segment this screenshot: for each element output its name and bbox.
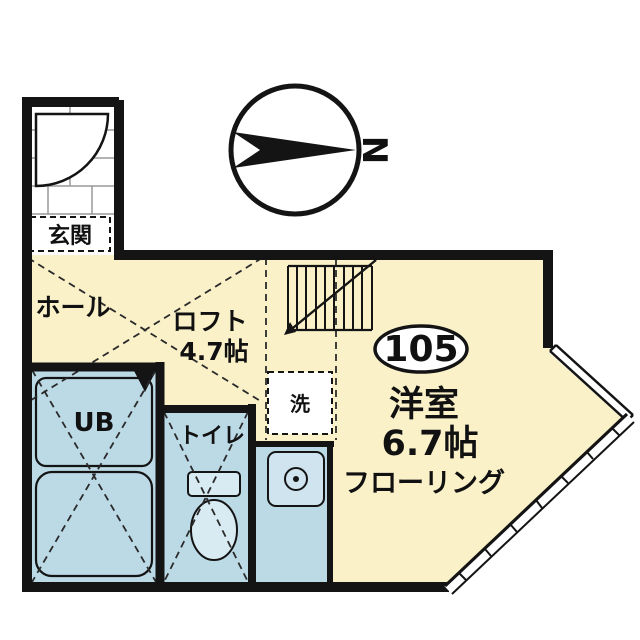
- washing-machine-space: [267, 371, 333, 435]
- compass-arrow-icon: [233, 132, 356, 168]
- main-room-name-label: 洋室: [389, 384, 459, 425]
- sink-symbol: [267, 451, 325, 507]
- bathtub-symbol: [34, 376, 154, 578]
- bath-label: UB: [74, 408, 115, 438]
- bay-window-lower: [443, 412, 636, 596]
- unit-number-badge: [373, 324, 469, 374]
- main-room-size-label: 6.7帖: [381, 424, 478, 464]
- bay-window-upper: [548, 343, 636, 423]
- toilet-label: トイレ: [179, 424, 245, 449]
- genkan-label: 玄関: [48, 223, 92, 249]
- compass: N: [228, 83, 394, 217]
- loft-name-label: ロフト: [172, 307, 247, 336]
- hall-label: ホール: [35, 293, 110, 322]
- stairs-symbol: [284, 259, 377, 335]
- flooring-label: フローリング: [343, 467, 505, 499]
- bath-door-marker: [132, 367, 158, 392]
- toilet-symbol: [187, 471, 241, 561]
- unit-number-label: 105: [383, 329, 458, 370]
- inner-walls: [22, 362, 334, 587]
- laundry-label: 洗: [290, 392, 310, 416]
- entrance-door-swing: [34, 112, 110, 188]
- loft-outline-dashes: [27, 257, 337, 583]
- loft-size-label: 4.7帖: [179, 337, 248, 366]
- compass-north-label: N: [354, 136, 394, 164]
- outer-walls: [22, 97, 553, 592]
